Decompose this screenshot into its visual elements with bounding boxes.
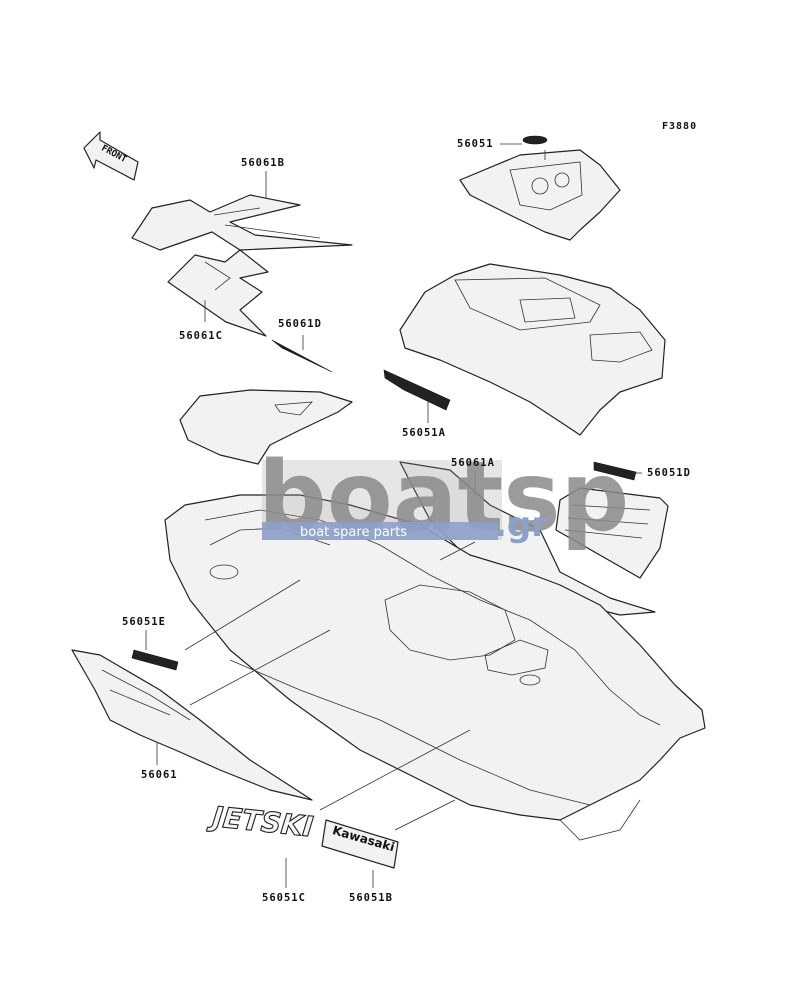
hull-part: [164, 494, 706, 841]
stripe-56061: [71, 649, 313, 801]
label-56051E: 56051E: [122, 616, 166, 628]
label-56061C: 56061C: [179, 330, 223, 342]
stripe-56061D: [271, 339, 333, 373]
hood-part: [399, 263, 666, 436]
svg-text:boat spare parts: boat spare parts: [300, 525, 407, 540]
dash-panel-part: [459, 135, 621, 241]
label-56051D: 56051D: [647, 467, 691, 479]
leader-lines: [145, 143, 642, 888]
decal-kawasaki: Kawasaki: [321, 819, 399, 869]
label-56051B: 56051B: [349, 892, 393, 904]
stripe-56061C: [167, 249, 269, 337]
label-56061D: 56061D: [278, 318, 322, 330]
label-56061: 56061: [141, 769, 178, 781]
label-56061A: 56061A: [451, 457, 495, 469]
badge-56051A: [383, 369, 451, 411]
label-56051A: 56051A: [402, 427, 446, 439]
svg-text:JETSKI: JETSKI: [206, 800, 315, 844]
figure-code: F3880: [662, 121, 698, 132]
front-arrow-icon: FRONT: [83, 131, 139, 181]
label-56051: 56051: [457, 138, 494, 150]
badge-56051E: [131, 649, 179, 671]
stripe-56061B: [131, 194, 353, 251]
cowl-part: [179, 389, 353, 465]
svg-text:.gr: .gr: [494, 505, 548, 545]
label-56061B: 56061B: [241, 157, 285, 169]
decal-jetski: JETSKI: [205, 799, 315, 844]
label-56051C: 56051C: [262, 892, 306, 904]
pad-56051D: [555, 461, 669, 579]
watermark: boatsp boat spare parts .gr: [258, 441, 629, 553]
